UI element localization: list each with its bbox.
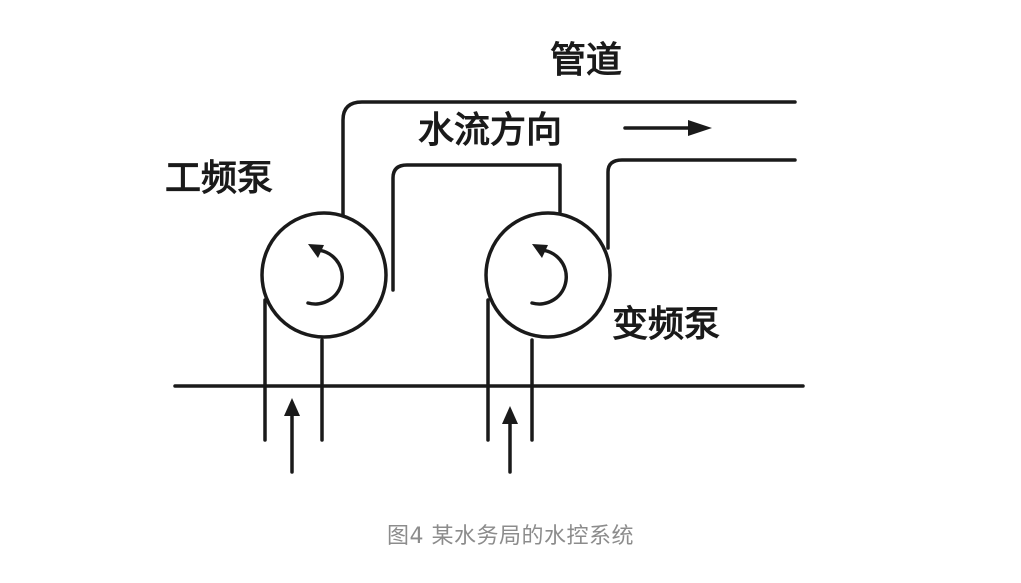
variable-pump-rotation-arrow bbox=[530, 248, 568, 306]
variable-frequency-pump-label: 变频泵 bbox=[612, 303, 720, 345]
variable-pump-body bbox=[484, 211, 612, 339]
fixed-pump-rotation-arrowhead bbox=[308, 244, 324, 258]
variable-pump-inflow-arrowhead bbox=[502, 406, 518, 424]
fixed-frequency-pump-label: 工频泵 bbox=[165, 158, 273, 199]
water-control-diagram: 管道 水流方向 工频泵 变频泵 bbox=[165, 40, 805, 474]
main-pipe-bottom-wall bbox=[606, 158, 797, 250]
flow-direction-label: 水流方向 bbox=[418, 110, 562, 151]
fixed-pump-rotation-arrow bbox=[306, 248, 344, 306]
flow-arrow-head bbox=[688, 120, 712, 136]
variable-pump-rotation-arrowhead bbox=[532, 244, 548, 258]
figure-caption: 图4 某水务局的水控系统 bbox=[387, 524, 634, 549]
main-pipe-top-wall bbox=[341, 100, 797, 219]
fixed-pump-body bbox=[260, 211, 388, 339]
fixed-pump-inflow-arrowhead bbox=[284, 398, 300, 416]
connecting-pipe-wall bbox=[391, 163, 562, 292]
pipe-label: 管道 bbox=[550, 40, 622, 81]
